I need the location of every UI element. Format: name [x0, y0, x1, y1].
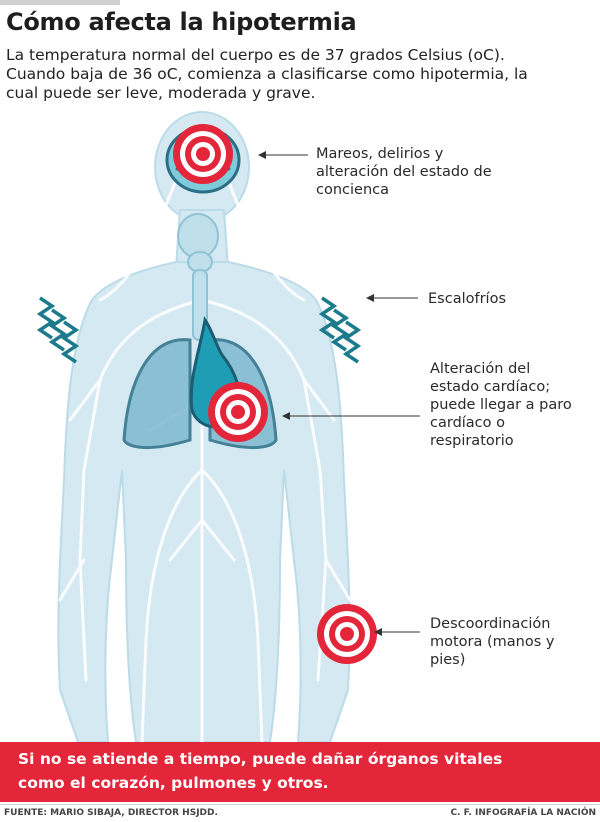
intro-text: La temperatura normal del cuerpo es de 3…	[6, 46, 594, 103]
top-rule	[0, 0, 120, 5]
label-line: motora (manos y	[430, 634, 555, 650]
source-credit: FUENTE: MARIO SIBAJA, DIRECTOR HSJDD.	[4, 808, 218, 818]
nerve-lines	[58, 138, 352, 742]
hand-target-icon	[317, 604, 377, 664]
label-line: Alteración del	[430, 361, 531, 377]
label-line: Descoordinación	[430, 616, 551, 632]
warning-callout: Si no se atiende a tiempo, puede dañar ó…	[0, 742, 600, 802]
brain-effects-label: Mareos, delirios y alteración del estado…	[316, 145, 492, 199]
chills-label: Escalofríos	[428, 290, 506, 308]
body-illustration	[36, 111, 420, 742]
arrow-icon	[282, 412, 290, 420]
label-line: alteración del estado de	[316, 164, 492, 180]
arrow-icon	[366, 294, 374, 302]
intro-line: cual puede ser leve, moderada y grave.	[6, 84, 316, 102]
label-line: Escalofríos	[428, 291, 506, 307]
callout-line: como el corazón, pulmones y otros.	[18, 774, 329, 792]
brain-target-icon	[173, 124, 233, 184]
arrow-icon	[374, 628, 382, 636]
label-line: estado cardíaco;	[430, 379, 551, 395]
label-line: pies)	[430, 652, 466, 668]
credits-bar: FUENTE: MARIO SIBAJA, DIRECTOR HSJDD. C.…	[0, 804, 600, 822]
heart-effects-label: Alteración del estado cardíaco; puede ll…	[430, 360, 572, 450]
intro-line: La temperatura normal del cuerpo es de 3…	[6, 46, 505, 64]
human-silhouette	[57, 111, 351, 742]
author-credit: C. F. INFOGRAFÍA LA NACIÓN	[450, 808, 596, 818]
motor-effects-label: Descoordinación motora (manos y pies)	[430, 615, 554, 669]
label-line: respiratorio	[430, 433, 514, 449]
label-line: cardíaco o	[430, 415, 506, 431]
label-line: concienca	[316, 182, 390, 198]
callout-line: Si no se atiende a tiempo, puede dañar ó…	[18, 750, 503, 768]
label-line: Mareos, delirios y	[316, 146, 444, 162]
label-line: puede llegar a paro	[430, 397, 572, 413]
heart-target-icon	[208, 382, 268, 442]
chill-zigzag-icon	[36, 296, 362, 364]
page-title: Cómo afecta la hipotermia	[6, 8, 357, 36]
leader-lines	[262, 154, 420, 633]
intro-line: Cuando baja de 36 oC, comienza a clasifi…	[6, 65, 528, 83]
arrow-icon	[258, 151, 266, 159]
